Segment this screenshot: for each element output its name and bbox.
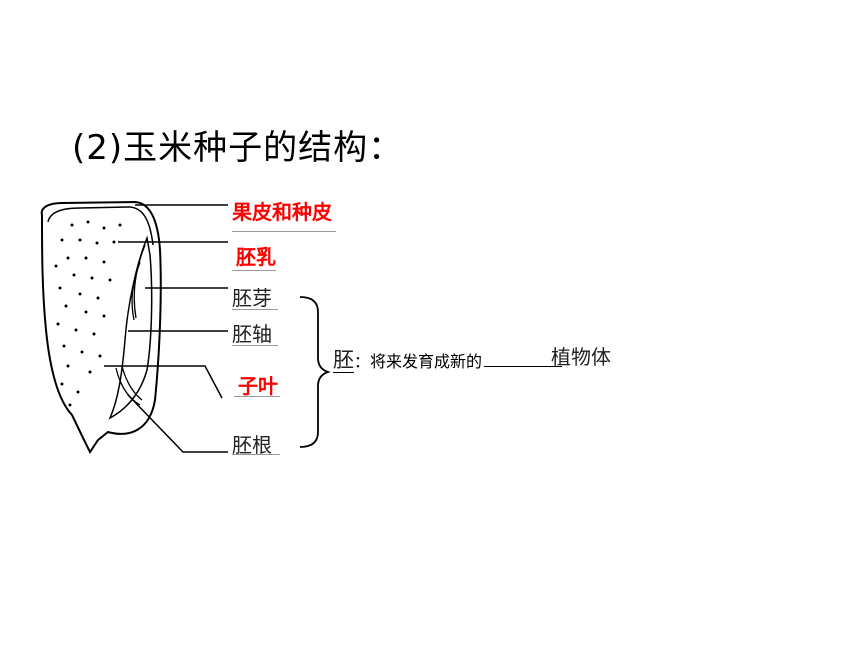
embryo-text: ：将来发育成新的 [354,352,483,371]
label-hypocotyl: 胚轴 [232,322,272,346]
radicle-shape-2 [121,365,143,401]
label-cotyledon: 子叶 [238,374,278,398]
radicle-shape [115,367,141,406]
pericarp-blank-line [232,231,336,232]
label-pericarp: 果皮和种皮 [232,200,332,224]
embryo-outline [108,235,153,420]
leader-radicle [127,394,228,453]
leader-cotyledon [104,365,223,399]
plumule-blank-line [232,309,278,310]
plumule-shape [133,244,146,319]
label-endosperm: 胚乳 [236,245,276,269]
plumule-shape-2 [131,261,141,321]
radicle-blank-line [232,454,280,455]
seed-outline [40,200,162,454]
endosperm-dots [54,220,122,407]
label-radicle: 胚根 [232,433,272,457]
embryo-description: 胚：将来发育成新的 [333,344,563,374]
answer-plant: 植物体 [551,345,611,369]
pericarp-inner-line [47,206,154,246]
cotyledon-blank-line [234,396,280,397]
embryo-term: 胚 [333,348,354,373]
answer-blank [484,366,563,367]
embryo-brace [299,296,331,448]
section-title: (2)玉米种子的结构： [72,128,404,168]
label-plumule: 胚芽 [232,286,272,310]
hypocotyl-blank-line [232,345,278,346]
endosperm-blank-line [232,270,276,271]
